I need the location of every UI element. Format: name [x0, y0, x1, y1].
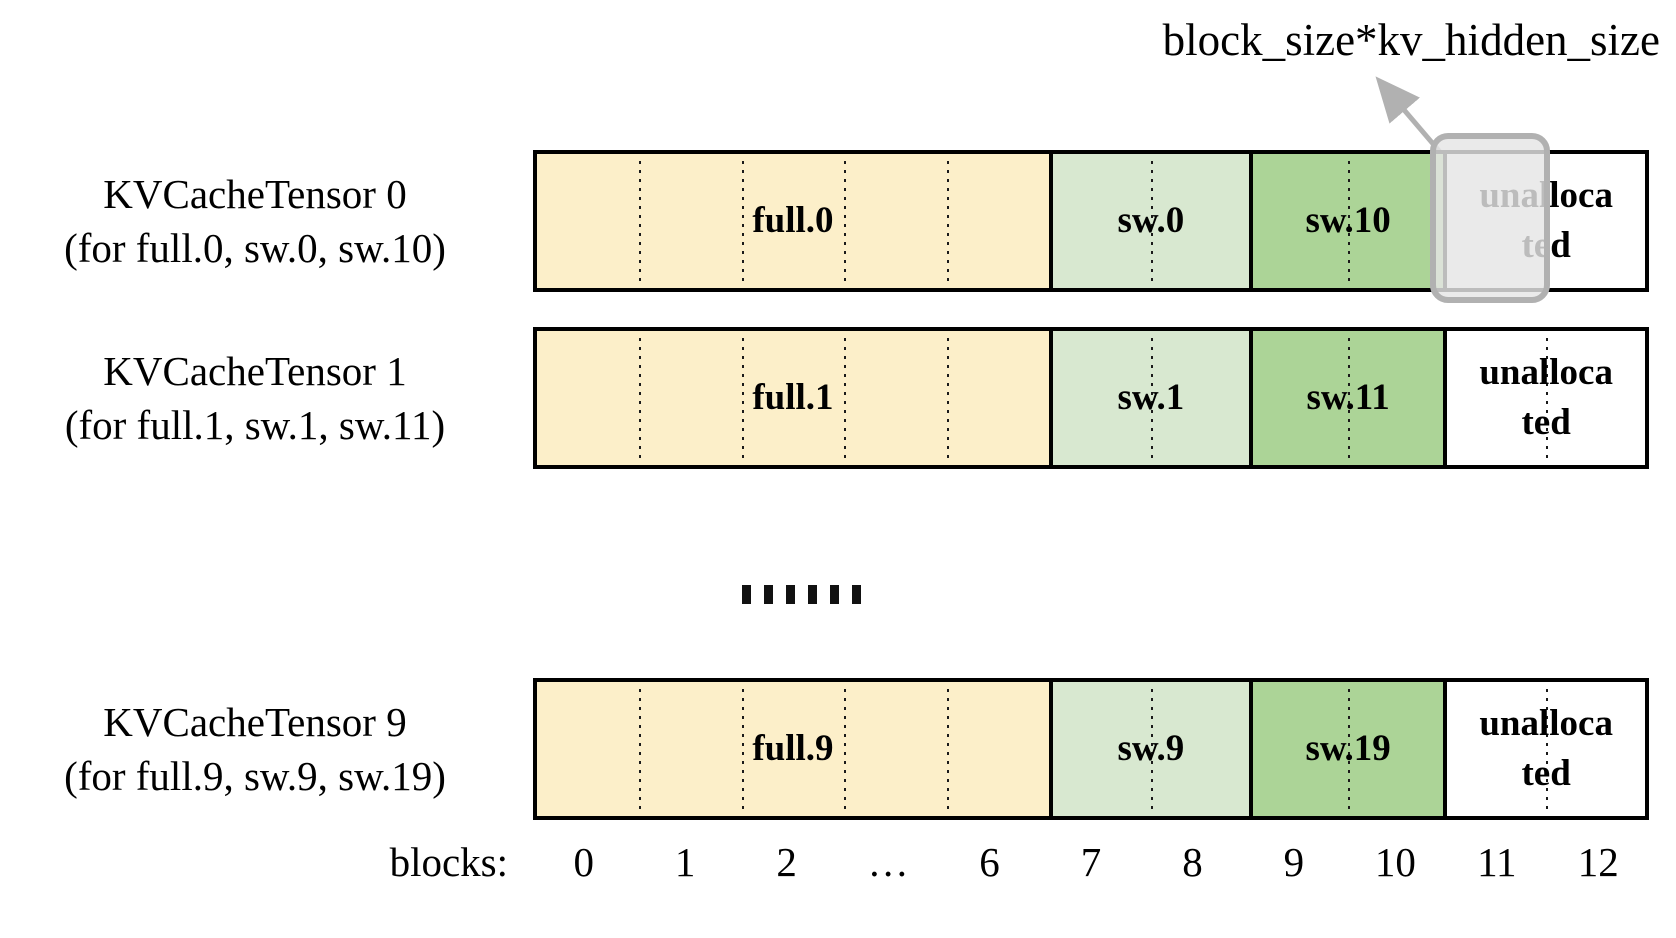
segment-label: sw.1: [1117, 377, 1185, 419]
row-1-subtitle: (for full.1, sw.1, sw.11): [64, 402, 446, 448]
row-0-title: KVCacheTensor 0: [103, 171, 407, 217]
segment-label: unalloca ted: [1479, 703, 1613, 794]
annotation-arrow-icon: [1375, 76, 1442, 154]
kv-cache-bar-0: full.0 sw.0 sw.10 unalloca ted: [533, 150, 1649, 292]
segment-sw-11: sw.11: [1248, 331, 1444, 465]
segment-label: full.9: [752, 728, 834, 770]
segment-sw-10: sw.10: [1248, 154, 1444, 288]
segment-unallocated-1: unalloca ted: [1443, 331, 1645, 465]
block-tick: 1: [674, 839, 696, 885]
segment-label: full.1: [752, 377, 834, 419]
block-tick: 10: [1374, 839, 1416, 885]
row-9-label: KVCacheTensor 9 (for full.9, sw.9, sw.19…: [10, 678, 500, 820]
block-tick: 6: [979, 839, 1000, 885]
kv-cache-bar-1: full.1 sw.1 sw.11 unalloca ted: [533, 327, 1649, 469]
segment-label: full.0: [752, 200, 834, 242]
segment-label: sw.9: [1117, 728, 1185, 770]
row-9-subtitle: (for full.9, sw.9, sw.19): [64, 753, 446, 799]
row-9-title: KVCacheTensor 9: [103, 699, 407, 745]
kv-cache-bar-9: full.9 sw.9 sw.19 unalloca ted: [533, 678, 1649, 820]
segment-sw-9: sw.9: [1048, 682, 1249, 816]
segment-sw-1: sw.1: [1048, 331, 1249, 465]
segment-label: sw.11: [1306, 377, 1390, 419]
block-size-annotation: block_size*kv_hidden_size: [1162, 15, 1660, 65]
blocks-axis-ticks: 0 1 2 … 6 7 8 9 10 11 12: [533, 838, 1649, 886]
segment-full-9: full.9: [537, 682, 1049, 816]
block-tick: 9: [1283, 839, 1305, 885]
row-1-label: KVCacheTensor 1 (for full.1, sw.1, sw.11…: [10, 327, 500, 469]
blocks-axis-label: blocks:: [389, 839, 508, 885]
segment-sw-19: sw.19: [1248, 682, 1444, 816]
block-tick: 0: [573, 839, 594, 885]
rows-ellipsis: [742, 585, 861, 604]
block-tick: 8: [1182, 839, 1203, 885]
row-1-title: KVCacheTensor 1: [103, 348, 407, 394]
segment-label: sw.0: [1117, 200, 1185, 242]
segment-unallocated-9: unalloca ted: [1443, 682, 1645, 816]
kv-cache-tensor-row-0: KVCacheTensor 0 (for full.0, sw.0, sw.10…: [0, 150, 1676, 292]
block-tick: 2: [776, 839, 797, 885]
block-tick: 12: [1577, 839, 1619, 885]
segment-label: unalloca ted: [1479, 352, 1613, 443]
segment-label: sw.19: [1305, 728, 1391, 770]
segment-label: sw.10: [1305, 200, 1391, 242]
segment-full-0: full.0: [537, 154, 1049, 288]
block-size-highlight-box: [1430, 133, 1550, 303]
block-tick: 7: [1080, 839, 1102, 885]
row-0-subtitle: (for full.0, sw.0, sw.10): [64, 225, 446, 271]
row-0-label: KVCacheTensor 0 (for full.0, sw.0, sw.10…: [10, 150, 500, 292]
kv-cache-tensor-row-1: KVCacheTensor 1 (for full.1, sw.1, sw.11…: [0, 327, 1676, 469]
segment-full-1: full.1: [537, 331, 1049, 465]
block-tick: 11: [1477, 839, 1517, 885]
block-tick: …: [867, 839, 909, 885]
segment-sw-0: sw.0: [1048, 154, 1249, 288]
kv-cache-tensor-row-9: KVCacheTensor 9 (for full.9, sw.9, sw.19…: [0, 678, 1676, 820]
